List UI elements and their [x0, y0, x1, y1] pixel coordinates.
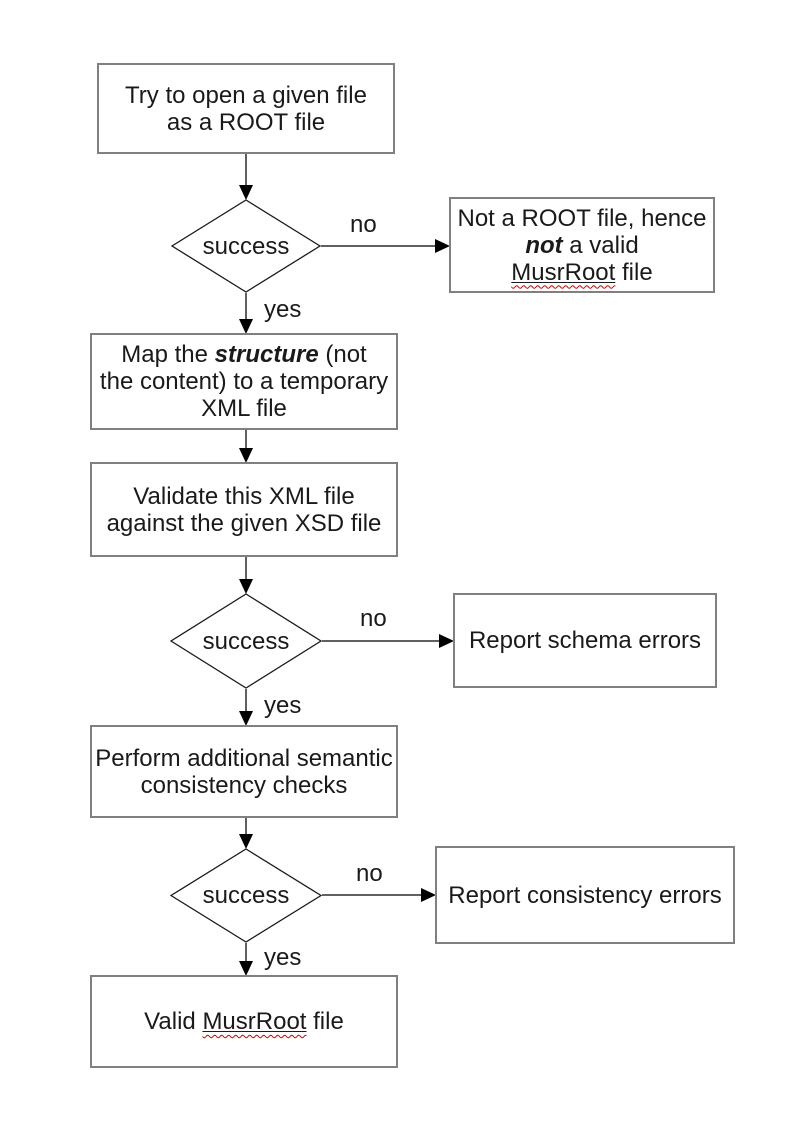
- arrowhead-down: [239, 185, 253, 200]
- diamond-shape: [170, 848, 322, 943]
- process-text-line: XML file: [201, 395, 287, 422]
- edge-label-no: no: [356, 860, 383, 887]
- result-text-line: Report consistency errors: [448, 881, 722, 909]
- process-try-open-root-file: Try to open a given file as a ROOT file: [97, 63, 395, 154]
- edge-label-yes: yes: [264, 296, 302, 323]
- decision-label: success: [202, 627, 290, 655]
- process-text-line: Validate this XML file: [133, 482, 355, 510]
- result-valid-musrroot-file: Valid MusrRoot file: [90, 975, 398, 1068]
- decision-label: success: [202, 882, 290, 909]
- decision-consistency-success: success: [170, 848, 322, 943]
- arrowhead-right: [421, 888, 436, 902]
- edge-label-yes: yes: [264, 944, 302, 971]
- diamond-shape: [170, 593, 322, 689]
- arrowhead-down: [239, 711, 253, 726]
- decision-schema-validation-success: success: [170, 593, 322, 689]
- arrowhead-down: [239, 319, 253, 334]
- result-text-line: Not a ROOT file, hence: [457, 204, 707, 232]
- decision-label: success: [202, 232, 290, 260]
- misspelled-word: MusrRoot: [511, 258, 616, 286]
- process-semantic-consistency-checks: Perform additional semantic consistency …: [90, 725, 398, 818]
- diamond-shape: [171, 199, 321, 293]
- result-text-line: MusrRoot file: [511, 258, 653, 286]
- misspelled-word: MusrRoot: [202, 1008, 307, 1035]
- result-report-schema-errors: Report schema errors: [453, 593, 717, 688]
- arrowhead-right: [439, 634, 454, 648]
- process-validate-xml-against-xsd: Validate this XML file against the given…: [90, 462, 398, 557]
- arrowhead-down: [239, 579, 253, 594]
- arrowhead-down: [239, 834, 253, 849]
- process-text-line: as a ROOT file: [166, 108, 326, 136]
- result-not-a-root-file: Not a ROOT file, hence not a valid MusrR…: [449, 197, 715, 293]
- edge-label-no: no: [360, 605, 387, 632]
- process-text-line: Map the structure (not: [121, 341, 367, 368]
- result-report-consistency-errors: Report consistency errors: [435, 846, 735, 944]
- edge-label-no: no: [350, 211, 377, 238]
- arrowhead-down: [239, 961, 253, 976]
- process-text-line: against the given XSD file: [106, 509, 382, 537]
- result-text-line: Report schema errors: [468, 627, 702, 654]
- result-text-line: Valid MusrRoot file: [144, 1008, 344, 1035]
- process-map-structure-to-xml: Map the structure (not the content) to a…: [90, 333, 398, 430]
- process-text-line: Try to open a given file: [125, 81, 367, 109]
- process-text-line: the content) to a temporary: [99, 368, 389, 395]
- decision-root-open-success: success: [171, 199, 321, 293]
- process-text-line: Perform additional semantic: [95, 744, 393, 772]
- edge-label-yes: yes: [264, 692, 302, 719]
- emphasis-not: not: [525, 231, 563, 259]
- process-text-line: consistency checks: [140, 771, 348, 799]
- arrowhead-right: [435, 239, 450, 253]
- arrowhead-down: [239, 448, 253, 463]
- result-text-line: not a valid: [525, 231, 639, 259]
- emphasis-structure: structure: [214, 341, 319, 368]
